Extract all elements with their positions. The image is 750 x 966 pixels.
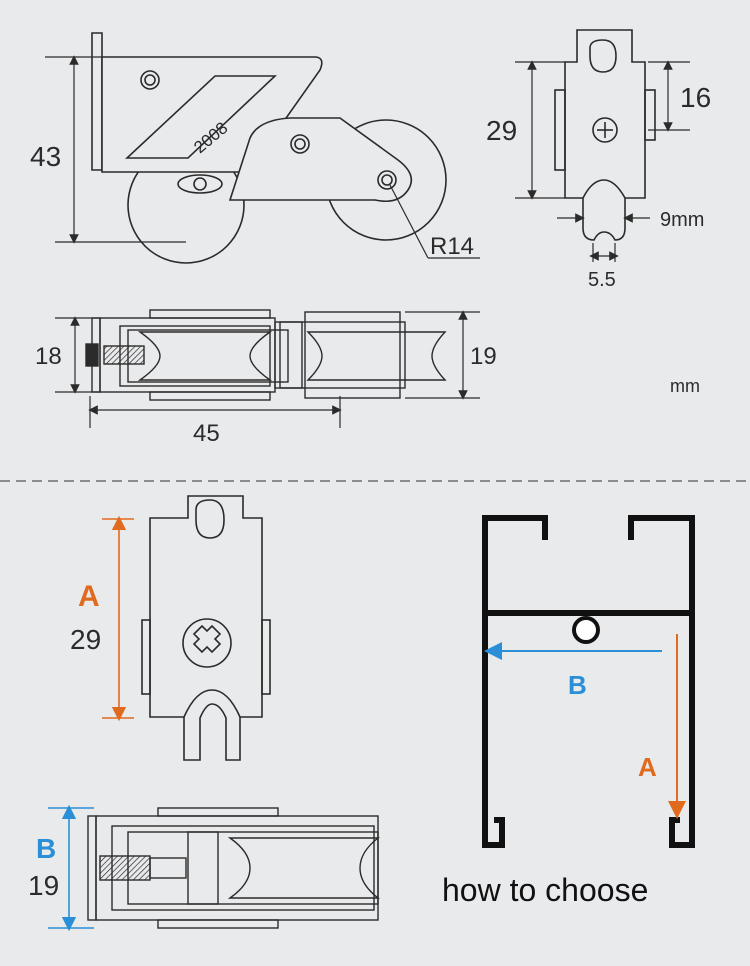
profile-label-b: B [568, 670, 587, 700]
bottom-front-view [141, 495, 271, 761]
radius-label: R14 [430, 233, 474, 260]
top-length-label: 45 [193, 420, 220, 447]
top-height-left-label: 18 [35, 343, 62, 370]
top-height-right-label: 19 [470, 343, 497, 370]
top-dims [55, 310, 480, 428]
bottom-top-height-label: 19 [28, 870, 59, 901]
front-dims [515, 60, 690, 262]
front-view [554, 29, 656, 241]
radius-leader [389, 184, 480, 259]
wheel-width-label: 9mm [660, 209, 704, 231]
unit-label: mm [670, 376, 700, 396]
bottom-top-dim [48, 804, 94, 932]
how-to-choose-caption: how to choose [442, 872, 648, 908]
profile-hole [572, 616, 600, 644]
label-b: B [36, 833, 56, 864]
groove-width-label: 5.5 [588, 269, 616, 291]
bottom-front-dim [102, 515, 134, 722]
label-a: A [78, 580, 100, 613]
front-upper-label: 16 [680, 82, 711, 113]
dim-43-label: 43 [30, 141, 61, 172]
profile-label-a: A [638, 752, 657, 782]
top-view [85, 309, 447, 401]
side-view [91, 32, 447, 264]
bottom-front-height-label: 29 [70, 624, 101, 655]
front-height-label: 29 [486, 115, 517, 146]
rail-profile [482, 515, 695, 848]
dim-43 [45, 55, 186, 244]
bottom-top-view [87, 807, 381, 929]
